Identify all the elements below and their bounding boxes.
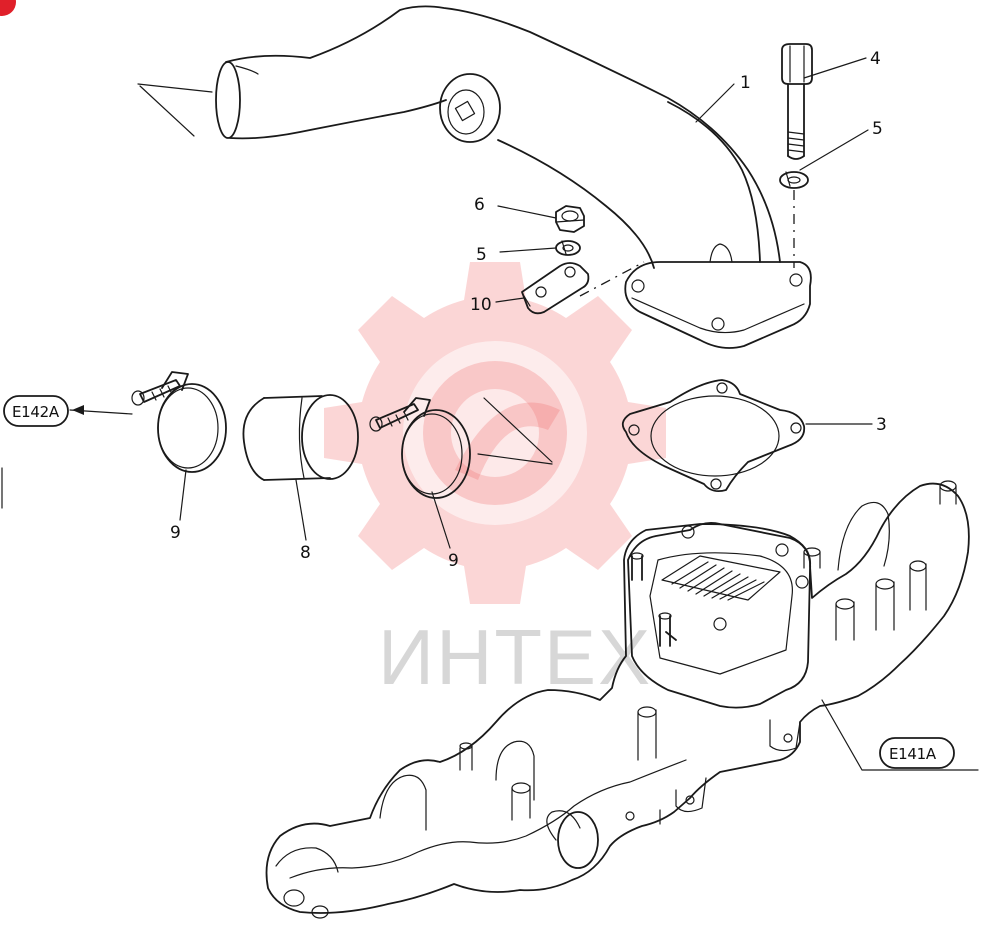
hose-part	[242, 394, 359, 481]
leader-lines	[179, 57, 979, 771]
lock-washer-part	[779, 171, 809, 189]
callout-1: 1	[740, 73, 751, 93]
callout-5-upper: 5	[872, 119, 883, 139]
watermark-text: ИНТЕХ	[378, 613, 652, 701]
corner-mark	[0, 0, 16, 16]
callout-9-left: 9	[170, 523, 181, 543]
lock-washer-part	[555, 240, 581, 256]
reference-tag-left-label: E142A	[12, 403, 60, 421]
gasket-part	[621, 379, 806, 493]
hose-clamp-part	[131, 371, 227, 473]
callout-6: 6	[474, 195, 485, 215]
callout-3: 3	[876, 415, 887, 435]
hose-clamp-part	[369, 397, 471, 499]
callout-9-right: 9	[448, 551, 459, 571]
watermark-gear-logo	[324, 262, 666, 604]
callout-5-lower: 5	[476, 245, 487, 265]
exhaust-manifold-part	[265, 480, 970, 919]
callout-8: 8	[300, 543, 311, 563]
nut-part	[555, 205, 585, 233]
reference-tag-left: E142A	[3, 395, 133, 427]
callout-10: 10	[470, 295, 492, 315]
locking-plate-part	[521, 262, 590, 315]
callout-4: 4	[870, 49, 881, 69]
elbow-pipe-part	[215, 5, 812, 349]
bolt-part	[781, 43, 813, 160]
reference-tag-right-label: E141A	[889, 745, 937, 763]
reference-tag-right: E141A	[879, 737, 955, 769]
